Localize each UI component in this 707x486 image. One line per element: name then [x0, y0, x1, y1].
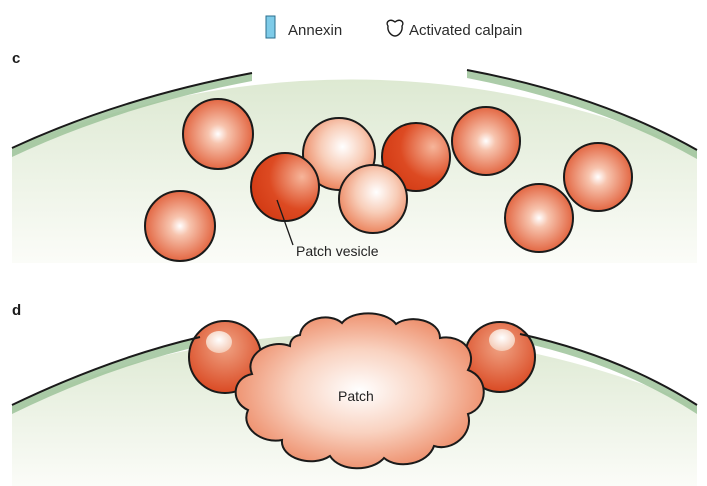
vesicle: [452, 107, 520, 175]
panel-c: Patch vesicle: [12, 70, 697, 263]
vesicle: [183, 99, 253, 169]
vesicle: [505, 184, 573, 252]
vesicle-fusing: [251, 153, 319, 221]
patch-vesicle-label: Patch vesicle: [296, 243, 379, 259]
vesicle-cap-right: [489, 329, 515, 351]
vesicle: [564, 143, 632, 211]
vesicle-fusing: [339, 165, 407, 233]
vesicle-cap-left: [206, 331, 232, 353]
vesicle: [145, 191, 215, 261]
panel-d: Patch: [12, 313, 697, 486]
patch-label: Patch: [338, 388, 374, 404]
